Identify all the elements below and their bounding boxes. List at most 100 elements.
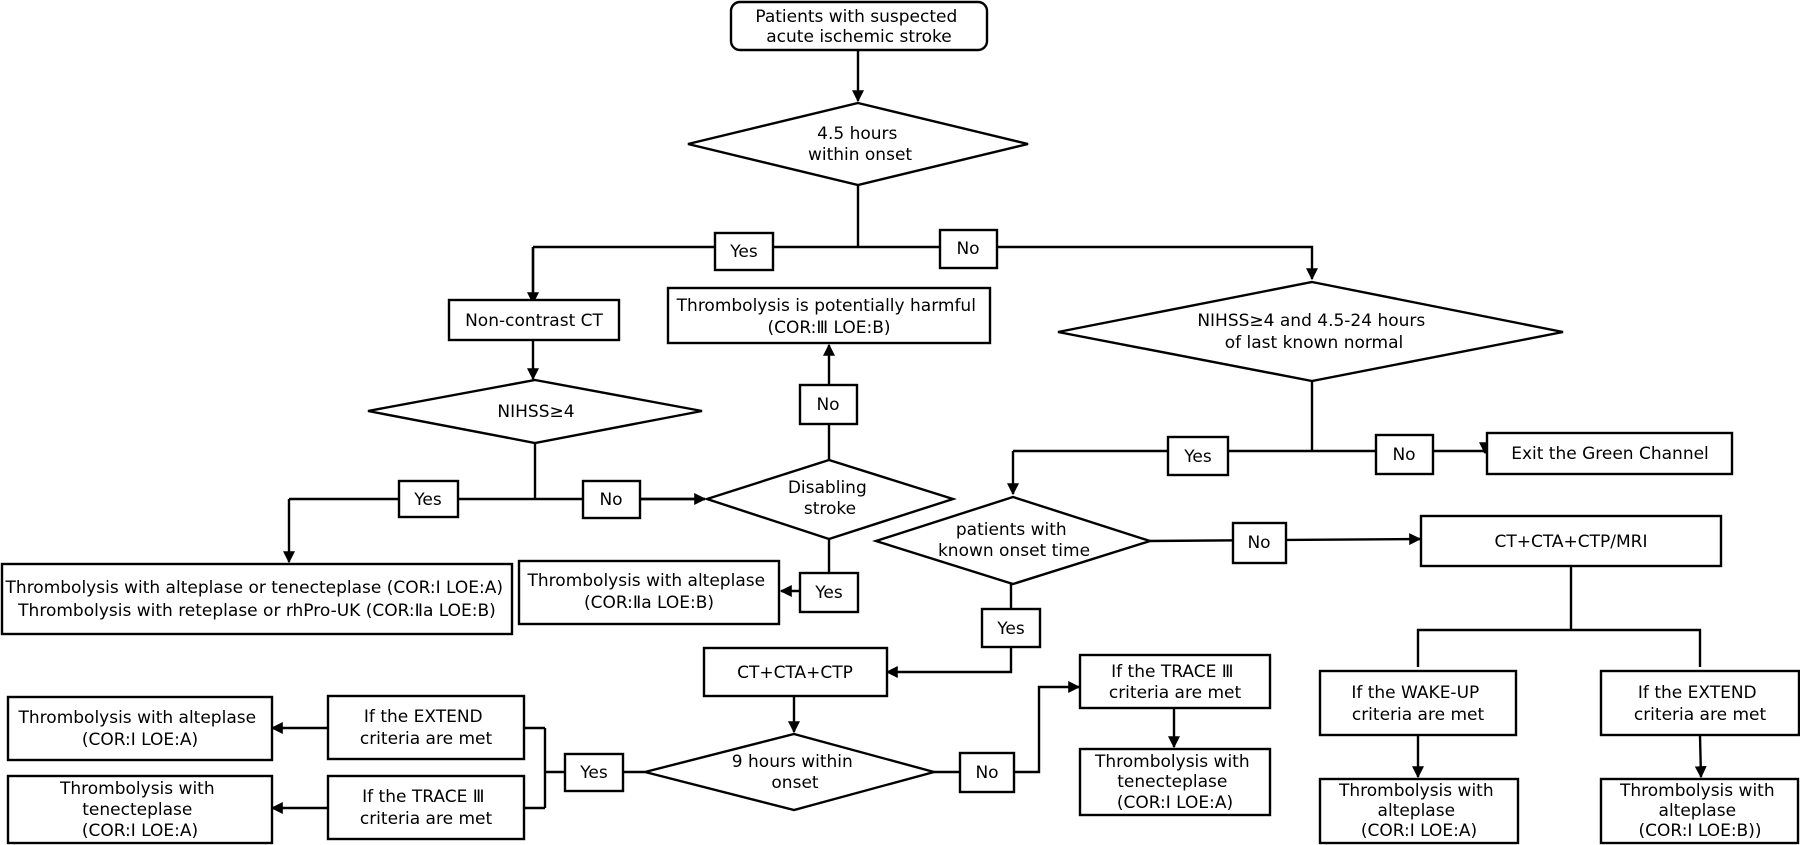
- node-start: [729, 0, 989, 52]
- decision-within45-line-2: within onset: [808, 145, 912, 165]
- node-harmful-line-2: (COR:Ⅲ LOE:B): [767, 318, 890, 338]
- node-harmful: [666, 286, 992, 345]
- node-extend-right-text: If the EXTEND criteria are met: [1634, 683, 1767, 725]
- label-no-nihss: No: [599, 490, 622, 510]
- node-start-line-1: Patients with suspected: [755, 7, 957, 27]
- node-exit: [1485, 431, 1734, 476]
- label-no-9h-box: [958, 751, 1016, 794]
- label-yes-disabling: Yes: [814, 583, 843, 603]
- node-trace3-left-text: If the TRACE Ⅲ criteria are met: [360, 787, 493, 829]
- label-no-onset-box: [1231, 521, 1288, 565]
- node-alteplase-extend-line-3: (COR:Ⅰ LOE:B)): [1639, 821, 1762, 841]
- edge-ctmri-split: [1416, 567, 1702, 667]
- node-tnk-mid-line-2: tenecteplase: [1117, 772, 1227, 792]
- decision-disabling-line-1: Disabling: [788, 478, 867, 498]
- decision-nihss-late-line-1: NIHSS≥4 and 4.5-24 hours: [1197, 311, 1425, 331]
- node-tnk-mid-line-1: Thrombolysis with: [1094, 752, 1250, 772]
- node-exit-text: Exit the Green Channel: [1511, 444, 1709, 464]
- label-no-onset: No: [1247, 533, 1270, 553]
- node-trace3-right-line-2: criteria are met: [1109, 683, 1242, 703]
- node-extend-left-line-1: If the EXTEND: [364, 707, 483, 727]
- node-wakeup-line-2: criteria are met: [1352, 705, 1485, 725]
- node-alteplase-2a-line-1: Thrombolysis with alteplase: [527, 571, 766, 591]
- node-tnk-left-text: Thrombolysis with tenecteplase (COR:Ⅰ LO…: [59, 779, 220, 841]
- node-tnk-mid-text: Thrombolysis with tenecteplase (COR:Ⅰ LO…: [1094, 752, 1255, 813]
- decision-within45-line-1: 4.5 hours: [817, 124, 897, 144]
- node-ct-cta-ctp: [702, 646, 889, 698]
- decision-disabling-line-2: stroke: [804, 499, 856, 519]
- node-start-text: Patients with suspected acute ischemic s…: [755, 7, 962, 47]
- label-yes-9h-box: [563, 752, 625, 793]
- node-wakeup-line-1: If the WAKE-UP: [1351, 683, 1479, 703]
- node-alteplase-2a-line-2: (COR:Ⅱa LOE:B): [584, 593, 714, 613]
- label-yes-nihss: Yes: [413, 490, 442, 510]
- node-extend-left-text: If the EXTEND criteria are met: [360, 707, 493, 749]
- edge-nihss4-split: [289, 442, 705, 501]
- node-extend-right: [1599, 669, 1800, 737]
- node-tnk-tpa-line-2: Thrombolysis with reteplase or rhPro-UK …: [17, 601, 496, 621]
- node-alteplase-left: [6, 695, 274, 762]
- node-alteplase-wakeup: [1318, 777, 1520, 845]
- decision-nine-hours-line-1: 9 hours within: [732, 752, 853, 772]
- decision-known-onset: [872, 495, 1154, 586]
- node-tnk-left-line-2: tenecteplase: [82, 800, 192, 820]
- edge-labels: Yes No No Yes No Yes No No Yes Yes Yes N…: [397, 228, 1435, 794]
- node-alteplase-left-text: Thrombolysis with alteplase (COR:Ⅰ LOE:A…: [18, 708, 262, 750]
- label-yes-late: Yes: [1183, 447, 1212, 467]
- label-no-disabling: No: [816, 395, 839, 415]
- label-no-nihss-box: [581, 479, 642, 520]
- node-tnk-left: [6, 774, 274, 845]
- node-start-line-2: acute ischemic stroke: [766, 27, 952, 47]
- decision-known-onset-text: patients with known onset time: [938, 520, 1090, 561]
- node-noncontrast-ct-text: Non-contrast CT: [465, 311, 603, 331]
- label-yes-nihss-box: [397, 479, 460, 519]
- node-tnk-mid-line-3: (COR:Ⅰ LOE:A): [1117, 793, 1233, 813]
- decision-nihss4: [367, 378, 703, 445]
- node-tnk-tpa: [0, 562, 514, 636]
- node-extend-right-line-1: If the EXTEND: [1638, 683, 1757, 703]
- node-ct-cta-ctp-text: CT+CTA+CTP: [737, 663, 853, 683]
- node-harmful-text: Thrombolysis is potentially harmful (COR…: [676, 296, 982, 338]
- node-extend-left: [326, 694, 526, 761]
- edge-no45-to-late: [858, 245, 1318, 281]
- node-trace3-left-line-1: If the TRACE Ⅲ: [362, 787, 484, 807]
- decision-nihss-late-line-2: of last known normal: [1225, 333, 1404, 353]
- node-alteplase-extend-line-1: Thrombolysis with: [1619, 781, 1775, 801]
- decision-nihss4-text: NIHSS≥4: [497, 402, 574, 422]
- node-noncontrast-ct: [447, 298, 621, 342]
- node-alteplase-2a: [517, 559, 781, 626]
- node-alteplase-wakeup-text: Thrombolysis with alteplase (COR:Ⅰ LOE:A…: [1338, 781, 1499, 841]
- node-alteplase-left-line-2: (COR:Ⅰ LOE:A): [82, 730, 198, 750]
- label-no-late: No: [1392, 445, 1415, 465]
- decision-nine-hours: [644, 732, 939, 812]
- label-yes-disabling-box: [798, 571, 860, 614]
- node-trace3-right: [1078, 653, 1272, 710]
- decision-within45: [687, 101, 1029, 187]
- label-yes-onset: Yes: [996, 619, 1025, 639]
- decision-known-onset-line-1: patients with: [956, 520, 1067, 540]
- node-tnk-left-line-3: (COR:Ⅰ LOE:A): [82, 821, 198, 841]
- node-extend-right-line-2: criteria are met: [1634, 705, 1767, 725]
- node-ct-cta-ctp-mri: [1419, 514, 1723, 568]
- decision-disabling: [703, 458, 957, 541]
- node-trace3-left-line-2: criteria are met: [360, 809, 493, 829]
- label-no-45-box: [938, 228, 999, 270]
- decision-nine-hours-line-2: onset: [771, 773, 818, 793]
- decision-within45-text: 4.5 hours within onset: [808, 124, 912, 165]
- node-alteplase-2a-text: Thrombolysis with alteplase (COR:Ⅱa LOE:…: [527, 571, 771, 613]
- label-yes-45-box: [713, 231, 775, 272]
- node-trace3-right-line-1: If the TRACE Ⅲ: [1111, 662, 1233, 682]
- label-yes-45: Yes: [729, 242, 758, 262]
- decision-nihss-late: [1057, 280, 1564, 383]
- node-tnk-tpa-text: Thrombolysis with alteplase or tenectepl…: [5, 578, 509, 621]
- node-alteplase-wakeup-line-3: (COR:Ⅰ LOE:A): [1361, 821, 1477, 841]
- decision-disabling-text: Disabling stroke: [788, 478, 872, 519]
- node-trace3-right-text: If the TRACE Ⅲ criteria are met: [1109, 662, 1242, 703]
- decision-nihss-late-text: NIHSS≥4 and 4.5-24 hours of last known n…: [1197, 311, 1430, 353]
- edge-extend-to-alteplase: [1694, 735, 1707, 779]
- edge-within45-split: [533, 186, 860, 249]
- node-alteplase-extend: [1599, 777, 1800, 845]
- label-no-9h: No: [975, 763, 998, 783]
- node-wakeup-text: If the WAKE-UP criteria are met: [1351, 683, 1484, 725]
